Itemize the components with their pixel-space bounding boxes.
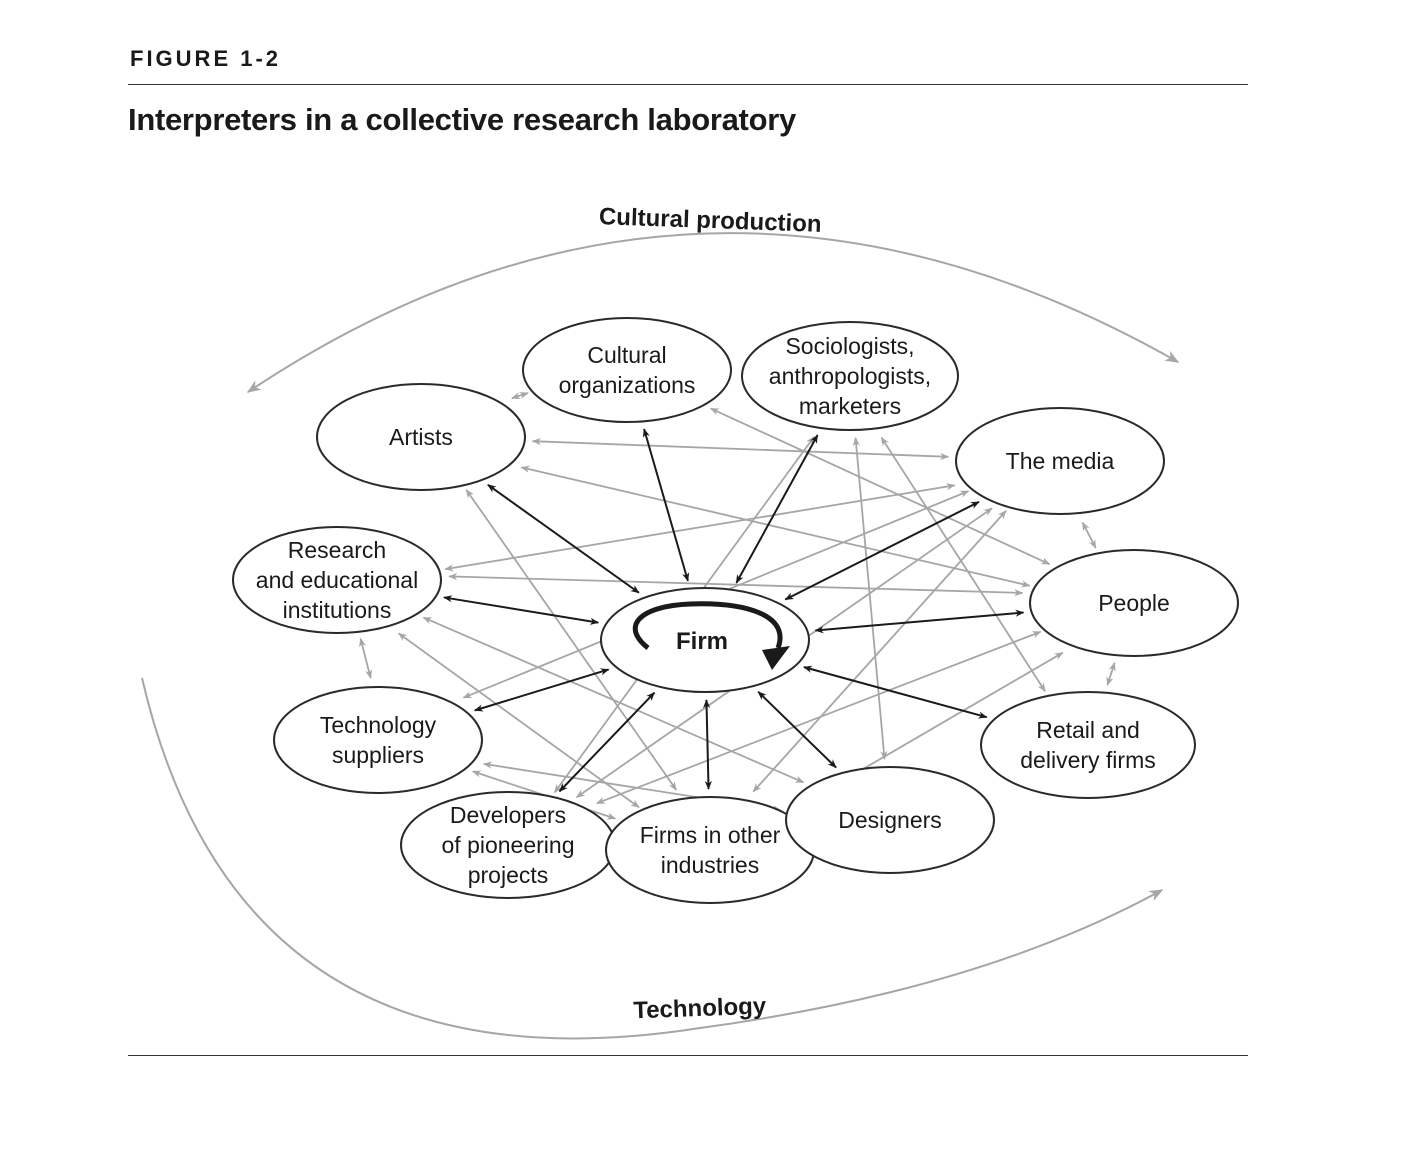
firm-links — [443, 428, 1025, 793]
top-rule — [128, 84, 1248, 85]
node-the-media: The media — [955, 407, 1165, 515]
node-cultural-organizations-label-line: Cultural — [587, 342, 666, 368]
node-cultural-organizations: Cultural organizations — [522, 317, 732, 423]
node-developers-label-line: projects — [468, 862, 549, 888]
node-sociologists: Sociologists, anthropologists, marketers — [741, 321, 959, 431]
firm-link-research-institutions — [443, 595, 600, 625]
node-research-institutions-label-line: institutions — [283, 597, 392, 623]
firm-link-the-media — [784, 500, 980, 601]
node-firms-other-industries: Firms in other industries — [605, 796, 815, 904]
node-cultural-organizations-ellipse — [522, 317, 732, 423]
node-research-institutions: Research and educational institutions — [232, 526, 442, 634]
node-technology-suppliers-label-line: Technology — [320, 712, 437, 738]
peer-link-artists-cultural-organizations — [511, 392, 529, 400]
node-artists-label-line: Artists — [389, 424, 453, 450]
node-designers: Designers — [785, 766, 995, 874]
bottom-rule — [128, 1055, 1248, 1056]
node-developers-label-line: of pioneering — [442, 832, 575, 858]
node-firms-other-industries-label-line: industries — [661, 852, 759, 878]
node-developers-label-line: Developers — [450, 802, 566, 828]
node-retail-delivery-label-line: delivery firms — [1020, 747, 1155, 773]
node-people-label-line: People — [1098, 590, 1170, 616]
figure-title: Interpreters in a collective research la… — [128, 102, 796, 137]
node-designers-ellipse — [785, 766, 995, 874]
node-research-institutions-label-line: Research — [288, 537, 386, 563]
arc-label-technology: Technology — [633, 993, 767, 1025]
node-artists: Artists — [316, 383, 526, 491]
peer-link-the-media-people — [1081, 521, 1097, 549]
node-technology-suppliers-ellipse — [273, 686, 483, 794]
firm-link-technology-suppliers — [473, 668, 610, 712]
firm-link-cultural-organizations — [642, 428, 690, 582]
firm-link-developers — [558, 691, 656, 793]
cycle-arrowhead-icon — [762, 646, 790, 670]
firm-label: Firm — [676, 628, 728, 655]
node-the-media-label-line: The media — [1006, 448, 1115, 474]
firm-node: Firm — [600, 587, 810, 693]
nodes: Cultural organizations Sociologists, anthro… — [232, 317, 1239, 904]
node-the-media-ellipse — [955, 407, 1165, 515]
firm-link-people — [814, 609, 1025, 634]
node-designers-label-line: Designers — [838, 807, 942, 833]
node-retail-delivery-ellipse — [980, 691, 1196, 799]
node-technology-suppliers: Technology suppliers — [273, 686, 483, 794]
figure-label: FIGURE 1-2 — [130, 46, 282, 71]
node-sociologists-ellipse — [741, 321, 959, 431]
node-developers: Developers of pioneering projects — [400, 791, 616, 899]
node-sociologists-label-line: Sociologists, — [785, 333, 914, 359]
node-retail-delivery: Retail and delivery firms — [980, 691, 1196, 799]
node-sociologists-label-line: marketers — [799, 393, 901, 419]
arc-technology — [141, 677, 1164, 1040]
node-research-institutions-ellipse — [232, 526, 442, 634]
node-firms-other-industries-ellipse — [605, 796, 815, 904]
firm-link-artists — [487, 483, 640, 594]
node-sociologists-label-line: anthropologists, — [769, 363, 931, 389]
node-firms-other-industries-label-line: Firms in other — [640, 822, 781, 848]
node-research-institutions-label-line: and educational — [256, 567, 418, 593]
firm-link-designers — [757, 691, 837, 769]
node-people: People — [1029, 549, 1239, 657]
cycle-arrow-icon — [632, 601, 783, 650]
firm-link-retail-delivery — [803, 665, 988, 719]
firm-link-firms-other-industries — [703, 699, 712, 790]
peer-link-people-retail-delivery — [1106, 662, 1116, 686]
node-technology-suppliers-label-line: suppliers — [332, 742, 424, 768]
peer-link-research-institutions-technology-suppliers — [359, 637, 373, 679]
arc-label-cultural-production: Cultural production — [599, 203, 822, 238]
firm-link-sociologists — [735, 434, 819, 584]
node-cultural-organizations-label-line: organizations — [559, 372, 696, 398]
node-people-ellipse — [1029, 549, 1239, 657]
node-retail-delivery-label-line: Retail and — [1036, 717, 1140, 743]
arc-cultural-production — [246, 232, 1180, 393]
node-artists-ellipse — [316, 383, 526, 491]
